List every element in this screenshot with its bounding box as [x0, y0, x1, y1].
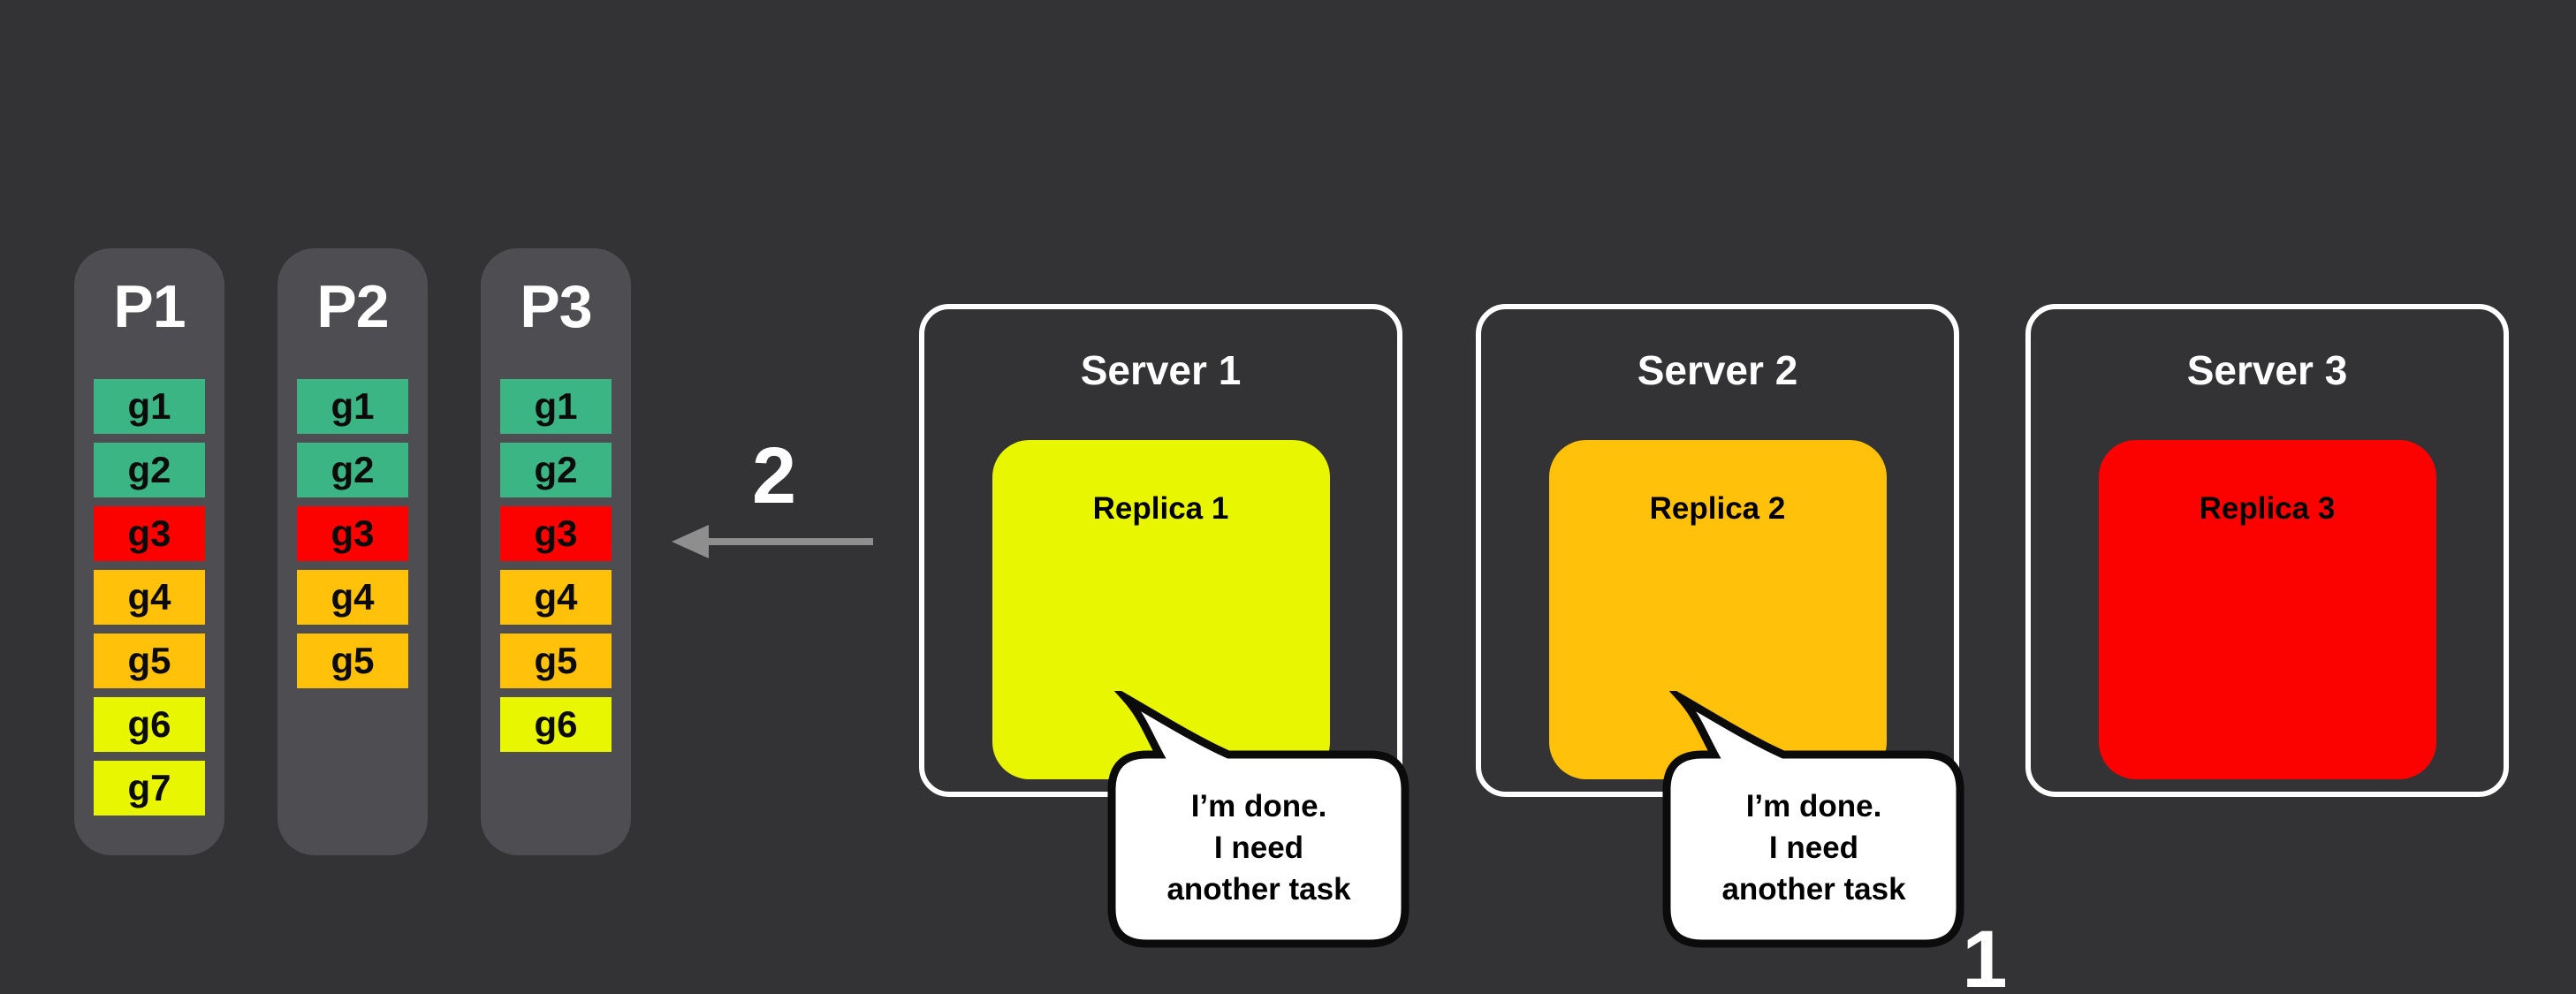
task-g2: g2 [500, 443, 612, 497]
arrow-left-icon [672, 525, 873, 558]
partition-p2-tasks: g1 g2 g3 g4 g5 [277, 379, 428, 697]
task-g5: g5 [500, 634, 612, 688]
server-3-title: Server 3 [2186, 347, 2348, 393]
replica-2-title: Replica 2 [1649, 491, 1786, 526]
task-g3: g3 [297, 506, 408, 561]
replica-3-box: Replica 3 [2098, 440, 2436, 779]
task-g6: g6 [94, 697, 205, 752]
task-g5: g5 [297, 634, 408, 688]
server-1-title: Server 1 [1080, 347, 1242, 393]
speech-bubble-2-line-3: another task [1721, 872, 1906, 907]
step-2-number: 2 [751, 432, 797, 520]
partition-p1-title: P1 [113, 273, 186, 340]
task-g1: g1 [500, 379, 612, 434]
task-g3: g3 [94, 506, 205, 561]
speech-bubble-2-line-1: I’m done. [1745, 789, 1882, 823]
replica-3-title: Replica 3 [2199, 491, 2336, 526]
partition-p2-title: P2 [316, 273, 389, 340]
task-g6: g6 [500, 697, 612, 752]
speech-bubble-1-text: I’m done. I need another task [1112, 785, 1406, 910]
partition-p2: P2 g1 g2 g3 g4 g5 [277, 248, 428, 855]
task-g1: g1 [94, 379, 205, 434]
task-g4: g4 [94, 570, 205, 625]
task-g4: g4 [297, 570, 408, 625]
task-g1: g1 [297, 379, 408, 434]
replica-1-title: Replica 1 [1092, 491, 1229, 526]
step-1-number: 1 [1962, 914, 2008, 994]
partition-p3-title: P3 [520, 273, 592, 340]
task-g4: g4 [500, 570, 612, 625]
task-g7: g7 [94, 761, 205, 816]
speech-bubble-2-line-2: I need [1768, 831, 1859, 865]
server-3-box: Server 3 Replica 3 [2025, 304, 2509, 797]
partition-p1-tasks: g1 g2 g3 g4 g5 g6 g7 [74, 379, 224, 824]
speech-bubble-1-line-3: another task [1166, 872, 1351, 907]
partition-p3: P3 g1 g2 g3 g4 g5 g6 [481, 248, 631, 855]
task-g3: g3 [500, 506, 612, 561]
speech-bubble-tail [1107, 691, 1410, 948]
speech-bubble-tail [1662, 691, 1964, 948]
task-g5: g5 [94, 634, 205, 688]
speech-bubble-replica-1 [1107, 691, 1410, 948]
speech-bubble-replica-2 [1662, 691, 1964, 948]
task-g2: g2 [297, 443, 408, 497]
server-2-title: Server 2 [1637, 347, 1798, 393]
partition-p3-tasks: g1 g2 g3 g4 g5 g6 [481, 379, 631, 761]
speech-bubble-1-line-1: I’m done. [1190, 789, 1327, 823]
speech-bubble-2-text: I’m done. I need another task [1667, 785, 1961, 910]
task-g2: g2 [94, 443, 205, 497]
partition-p1: P1 g1 g2 g3 g4 g5 g6 g7 [74, 248, 224, 855]
speech-bubble-1-line-2: I need [1213, 831, 1304, 865]
